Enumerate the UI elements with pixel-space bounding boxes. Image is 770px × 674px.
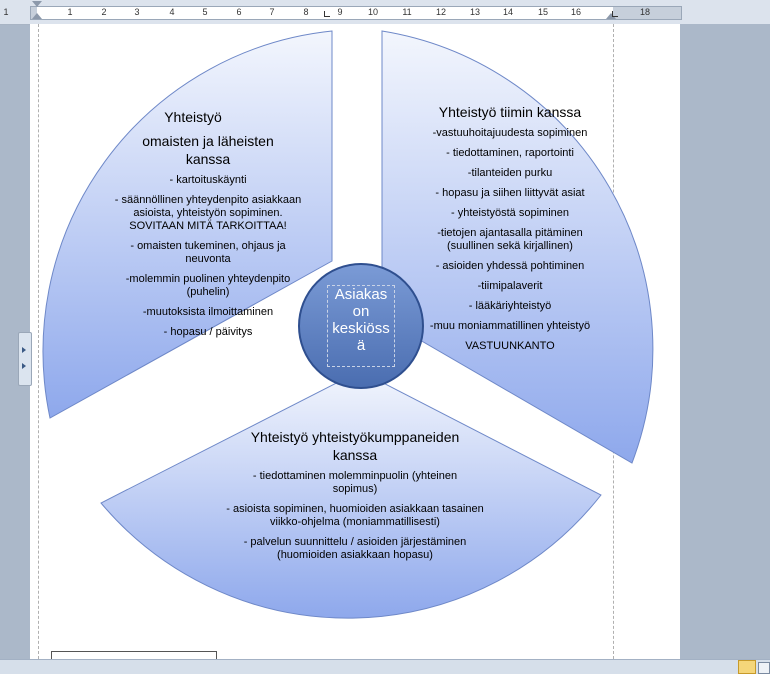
right-item: - tiedottaminen, raportointi <box>446 147 574 159</box>
right-item: -muu moniammatillinen yhteistyö <box>429 320 591 332</box>
left-heading-line: Yhteistyö <box>164 109 222 125</box>
ruler-label: 4 <box>169 7 175 17</box>
ruler-label: 13 <box>469 7 481 17</box>
full-screen-view-button[interactable] <box>758 662 770 674</box>
segment-right-shape[interactable] <box>381 30 654 464</box>
right-segment-heading: Yhteistyö tiimin kanssa <box>438 104 582 120</box>
left-segment-text[interactable]: Yhteistyö omaisten ja läheisten kanssa -… <box>98 108 318 346</box>
bottom-heading-line: kanssa <box>332 447 378 463</box>
ruler-label: 12 <box>435 7 447 17</box>
ruler-label: 11 <box>402 7 412 17</box>
segment-bottom-shape[interactable] <box>100 370 602 619</box>
left-margin-guide <box>38 24 39 664</box>
right-segment-text[interactable]: Yhteistyö tiimin kanssa -vastuuhoitajuud… <box>408 103 612 360</box>
ruler-right-margin <box>613 7 681 19</box>
ruler-label: 16 <box>570 7 582 17</box>
left-item: - kartoituskäynti <box>169 174 247 186</box>
bottom-heading-line: Yhteistyö yhteistyökumppaneiden <box>250 429 460 445</box>
first-line-indent-marker[interactable] <box>32 1 42 7</box>
ruler-label: 14 <box>502 7 514 17</box>
ruler-label: 10 <box>367 7 379 17</box>
expand-arrow-icon <box>22 363 26 369</box>
left-item: - omaisten tukeminen, ohjaus ja neuvonta <box>130 240 286 265</box>
center-circle[interactable] <box>298 263 424 389</box>
right-item: - asioiden yhdessä pohtiminen <box>435 260 585 272</box>
ruler-label: 6 <box>236 7 242 17</box>
right-item: -vastuuhoitajuudesta sopiminen <box>432 127 588 139</box>
segment-left-shape[interactable] <box>42 30 333 419</box>
status-bar <box>0 659 770 674</box>
left-heading-line: kanssa <box>185 151 231 167</box>
ruler-label: 1 <box>67 7 73 17</box>
tab-stop-center[interactable] <box>324 11 330 17</box>
right-item: VASTUUNKANTO <box>465 340 555 352</box>
right-item: - yhteistyöstä sopiminen <box>451 207 569 219</box>
right-item: - lääkäriyhteistyö <box>468 300 552 312</box>
ruler-label: 5 <box>202 7 208 17</box>
tab-stop-right[interactable] <box>612 11 618 17</box>
ruler-label: 3 <box>134 7 140 17</box>
ruler-label: 7 <box>269 7 275 17</box>
ruler-label: 18 <box>639 7 651 17</box>
right-item: - hopasu ja siihen liittyvät asiat <box>435 187 585 199</box>
center-text[interactable]: Asiakas on keskiöss ä <box>327 285 395 367</box>
ruler-label: 1 <box>3 7 9 17</box>
horizontal-ruler[interactable]: 1 1 2 3 4 5 6 7 8 9 10 11 12 13 14 15 16… <box>0 0 770 25</box>
bottom-segment-heading: Yhteistyö yhteistyökumppaneiden kanssa <box>215 428 495 464</box>
hanging-indent-marker[interactable] <box>32 13 42 19</box>
right-item: -tiimipalaverit <box>477 280 543 292</box>
print-layout-view-button[interactable] <box>738 660 756 674</box>
workspace-background <box>680 24 770 664</box>
right-item: -tilanteiden purku <box>467 167 553 179</box>
ruler-label: 9 <box>337 7 343 17</box>
right-item: -tietojen ajantasalla pitäminen (suullin… <box>437 227 583 252</box>
bottom-segment-text[interactable]: Yhteistyö yhteistyökumppaneiden kanssa -… <box>215 428 495 569</box>
left-heading-line: omaisten ja läheisten <box>142 133 274 149</box>
expand-arrow-icon <box>22 347 26 353</box>
left-segment-heading: Yhteistyö omaisten ja läheisten kanssa <box>98 108 318 168</box>
side-pane-handle[interactable] <box>18 332 32 386</box>
bottom-item: - asioista sopiminen, huomioiden asiakka… <box>226 503 484 528</box>
bottom-item: - palvelun suunnittelu / asioiden järjes… <box>243 536 467 561</box>
ruler-label: 8 <box>303 7 309 17</box>
right-indent-marker[interactable] <box>606 13 616 19</box>
ruler-label: 15 <box>537 7 549 17</box>
left-item: - säännöllinen yhteydenpito asiakkaan as… <box>114 194 302 232</box>
left-item: - hopasu / päivitys <box>163 326 253 338</box>
left-item: -muutoksista ilmoittaminen <box>142 306 274 318</box>
bottom-item: - tiedottaminen molemminpuolin (yhteinen… <box>252 470 458 495</box>
left-item: -molemmin puolinen yhteydenpito (puhelin… <box>125 273 291 298</box>
ruler-label: 2 <box>101 7 107 17</box>
